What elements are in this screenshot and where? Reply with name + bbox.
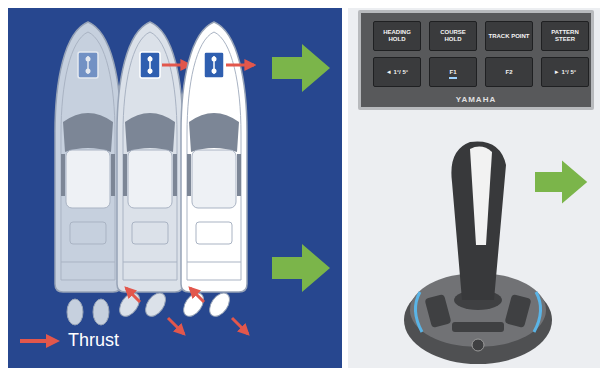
legend-sample — [20, 333, 62, 349]
button-label: PATTERN STEER — [543, 29, 587, 43]
thrust-arrow — [162, 64, 190, 67]
boat-start — [55, 22, 121, 325]
direction-arrow — [535, 160, 587, 203]
thrust-arrow — [168, 318, 184, 334]
boat-end — [180, 22, 254, 334]
button-label: COURSE HOLD — [431, 29, 475, 43]
panel-button: TRACK POINT — [485, 21, 533, 51]
panel-button: F1 — [429, 57, 477, 87]
thrust-arrow — [232, 318, 248, 334]
legend-item: Thrust — [20, 330, 119, 351]
indicator-light — [449, 77, 457, 79]
button-label: ◄ 1°/ 5° — [386, 69, 408, 76]
button-label: F2 — [505, 69, 512, 76]
left-panel — [8, 8, 342, 368]
panel-button: HEADING HOLD — [373, 21, 421, 51]
panel-button: ► 1°/ 5° — [541, 57, 589, 87]
boat-moving — [116, 22, 190, 334]
right-panel — [348, 8, 600, 368]
thrust-arrow — [126, 288, 140, 302]
thrust-arrow — [226, 64, 254, 67]
legend-label: Thrust — [68, 330, 119, 351]
direction-arrow — [272, 244, 330, 292]
control-panel: YAMAHA HEADING HOLD COURSE HOLD TRACK POINT… — [358, 10, 594, 110]
panel-button: PATTERN STEER — [541, 21, 589, 51]
joystick — [404, 141, 552, 364]
brand-label: YAMAHA — [361, 95, 591, 104]
panel-button: F2 — [485, 57, 533, 87]
button-label: ► 1°/ 5° — [554, 69, 576, 76]
button-label: HEADING HOLD — [375, 29, 419, 43]
panel-button: COURSE HOLD — [429, 21, 477, 51]
panel-button: ◄ 1°/ 5° — [373, 57, 421, 87]
direction-arrow — [272, 44, 330, 92]
button-label: TRACK POINT — [489, 33, 530, 40]
thrust-arrow — [190, 288, 204, 302]
button-label: F1 — [449, 69, 456, 76]
